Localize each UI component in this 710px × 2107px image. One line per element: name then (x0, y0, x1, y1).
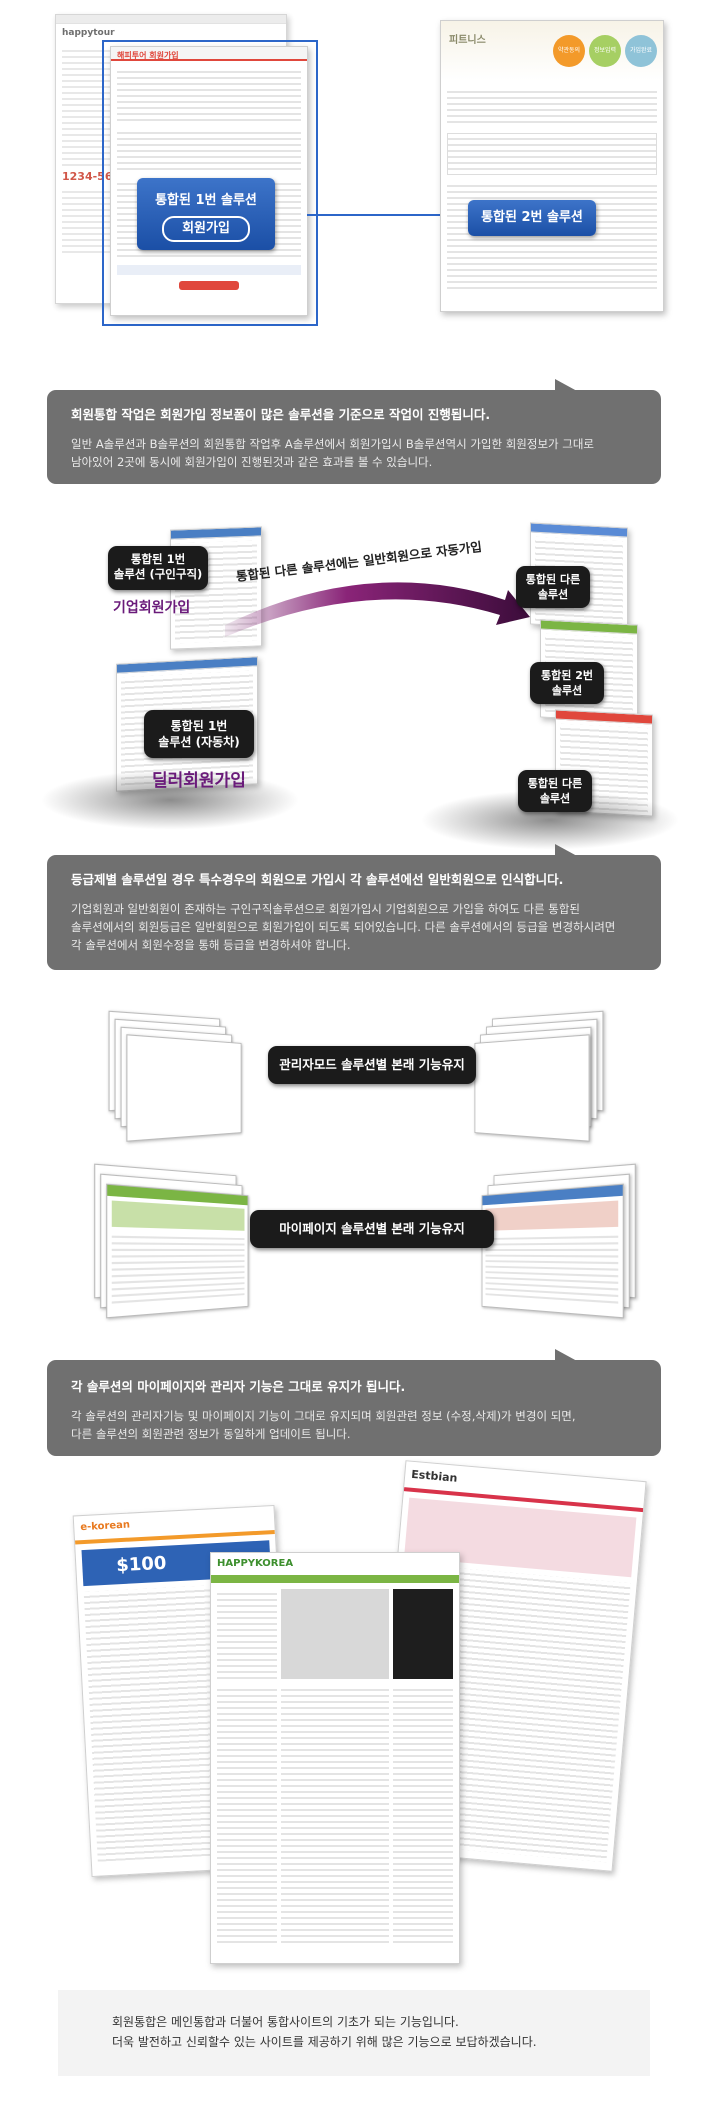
step-circle-3: 가입완료 (625, 35, 657, 67)
dealer-join-text: 딜러회원가입 (152, 771, 246, 791)
fitness-logo: 피트니스 (449, 35, 486, 46)
pill-mypage: 마이페이지 솔루션별 본래 기능유지 (250, 1210, 494, 1248)
info-box-1-line-2: 남아있어 2곳에 동시에 회원가입이 진행된것과 같은 효과를 볼 수 있습니다… (71, 455, 433, 469)
info-box-2: 등급제별 솔루션일 경우 특수경우의 회원으로 가입시 각 솔루션에선 일반회원… (47, 844, 661, 970)
info-box-1-line-1: 일반 A솔루션과 B솔루션의 회원통합 작업후 A솔루션에서 회원가입시 B솔루… (71, 437, 595, 451)
info-box-1-title: 회원통합 작업은 회원가입 정보폼이 많은 솔루션을 기준으로 작업이 진행됩니… (71, 407, 491, 422)
info-box-3-line-1: 각 솔루션의 관리자기능 및 마이페이지 기능이 그대로 유지되며 회원관련 정… (71, 1409, 576, 1423)
label-solution-1-job: 통합된 1번 솔루션 (구인구직) (108, 546, 208, 590)
info-box-3-title: 각 솔루션의 마이페이지와 관리자 기능은 그대로 유지가 됩니다. (71, 1379, 406, 1394)
badge-solution-1: 통합된 1번 솔루션 회원가입 (137, 178, 275, 250)
footer-box: 회원통합은 메인통합과 더불어 통합사이트의 기초가 되는 기능입니다. 더욱 … (58, 1990, 650, 2076)
fitness-join-screenshot: 피트니스 약관동의 정보입력 가입완료 (440, 20, 664, 312)
label-solution-1-car: 통합된 1번 솔루션 (자동차) (144, 710, 254, 758)
info-box-2-line-3: 각 솔루션에서 회원수정을 통해 등급을 변경하셔야 합니다. (71, 938, 351, 952)
info-box-2-line-2: 솔루션에서의 회원등급은 일반회원으로 회원가입이 되도록 되어있습니다. 다른… (71, 920, 616, 934)
label-other-solution-1: 통합된 다른 솔루션 (516, 566, 590, 608)
connector-line (307, 214, 443, 216)
join-form-title: 해피투어 회원가입 (111, 47, 307, 61)
footer-line-1: 회원통합은 메인통합과 더불어 통합사이트의 기초가 되는 기능입니다. (112, 2015, 459, 2029)
info-box-3-line-2: 다른 솔루션의 회원관련 정보가 동일하게 업데이트 됩니다. (71, 1427, 351, 1441)
happytour-logo: happytour (62, 28, 115, 38)
label-other-solution-2: 통합된 다른 솔루션 (518, 770, 592, 812)
pill-admin-mode: 관리자모드 솔루션별 본래 기능유지 (268, 1046, 476, 1084)
label-solution-2: 통합된 2번 솔루션 (530, 662, 604, 704)
step-circle-2: 정보입력 (589, 35, 621, 67)
info-box-1: 회원통합 작업은 회원가입 정보폼이 많은 솔루션을 기준으로 작업이 진행됩니… (47, 379, 661, 484)
join-form-blue-frame (102, 40, 318, 326)
info-box-2-line-1: 기업회원과 일반회원이 존재하는 구인구직솔루션으로 회원가입시 기업회원으로 … (71, 902, 580, 916)
badge-solution-2: 통합된 2번 솔루션 (468, 200, 596, 236)
footer-line-2: 더욱 발전하고 신뢰할수 있는 사이트를 제공하기 위해 많은 기능으로 보답하… (112, 2035, 537, 2049)
happykorea-site-screenshot: HAPPYKOREA (210, 1552, 460, 1964)
member-join-button[interactable]: 회원가입 (162, 216, 250, 242)
badge-solution-1-label: 통합된 1번 솔루션 (155, 193, 257, 208)
info-box-3: 각 솔루션의 마이페이지와 관리자 기능은 그대로 유지가 됩니다. 각 솔루션… (47, 1349, 661, 1456)
info-box-2-title: 등급제별 솔루션일 경우 특수경우의 회원으로 가입시 각 솔루션에선 일반회원… (71, 872, 564, 887)
auto-join-arrow (225, 582, 530, 637)
corporate-join-text: 기업회원가입 (113, 600, 191, 616)
step-circle-1: 약관동의 (553, 35, 585, 67)
happykorea-logo: HAPPYKOREA (217, 1558, 294, 1569)
